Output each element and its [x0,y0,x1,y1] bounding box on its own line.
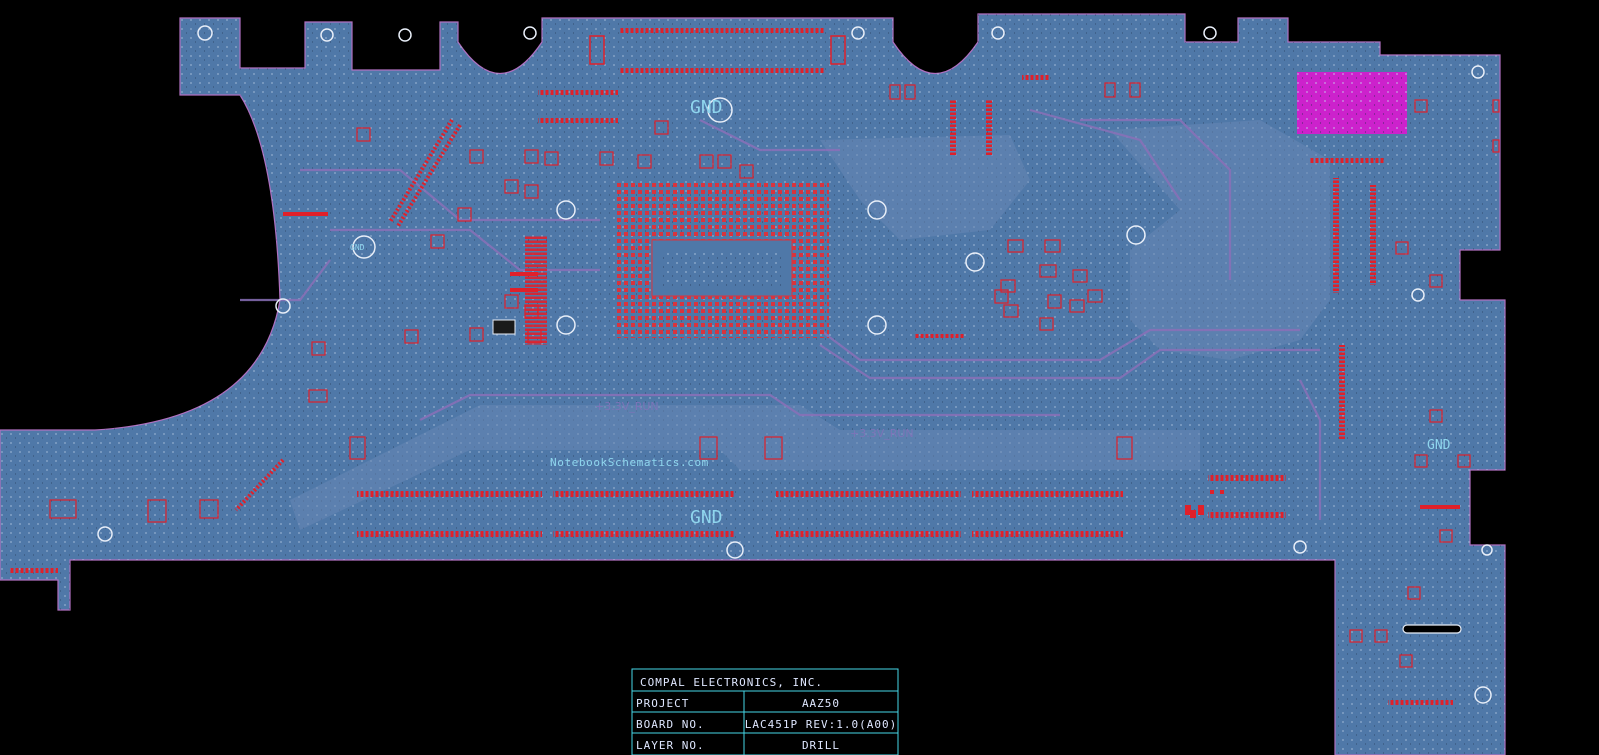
top-connector-pads [10,28,1453,705]
title-block-layer-value: DRILL [802,739,840,752]
gnd-label-top: GND [690,97,723,118]
net-label-3v3-run-2: +3.3V_RUN [850,427,914,440]
title-block-board-label: BOARD NO. [636,718,705,731]
title-block [631,668,899,755]
pad-clusters [283,72,1462,634]
dimm-connector-pads [357,475,1286,537]
copper-pour-regions [290,120,1330,530]
gnd-label-right: GND [1427,438,1451,453]
title-block-layer-label: LAYER NO. [636,739,705,752]
cpu-bga-footprint [615,180,829,338]
passive-components [49,82,1500,668]
title-block-project-label: PROJECT [636,697,689,710]
mounting-holes [97,25,1493,704]
gnd-label-left: GND [350,243,365,252]
pcb-via-field [0,14,1505,755]
watermark-text: NotebookSchematics.com [550,456,709,469]
net-label-3v3-run-1: +3.3V_RUN [595,400,659,413]
title-block-board-value: LAC451P REV:1.0(A00) [745,718,897,731]
trace-layer [240,108,1322,520]
gnd-label-bottom: GND [690,507,723,528]
title-block-company: COMPAL ELECTRONICS, INC. [640,676,823,689]
flex-connector-diagonal [234,118,462,512]
title-block-project-value: AAZ50 [802,697,840,710]
